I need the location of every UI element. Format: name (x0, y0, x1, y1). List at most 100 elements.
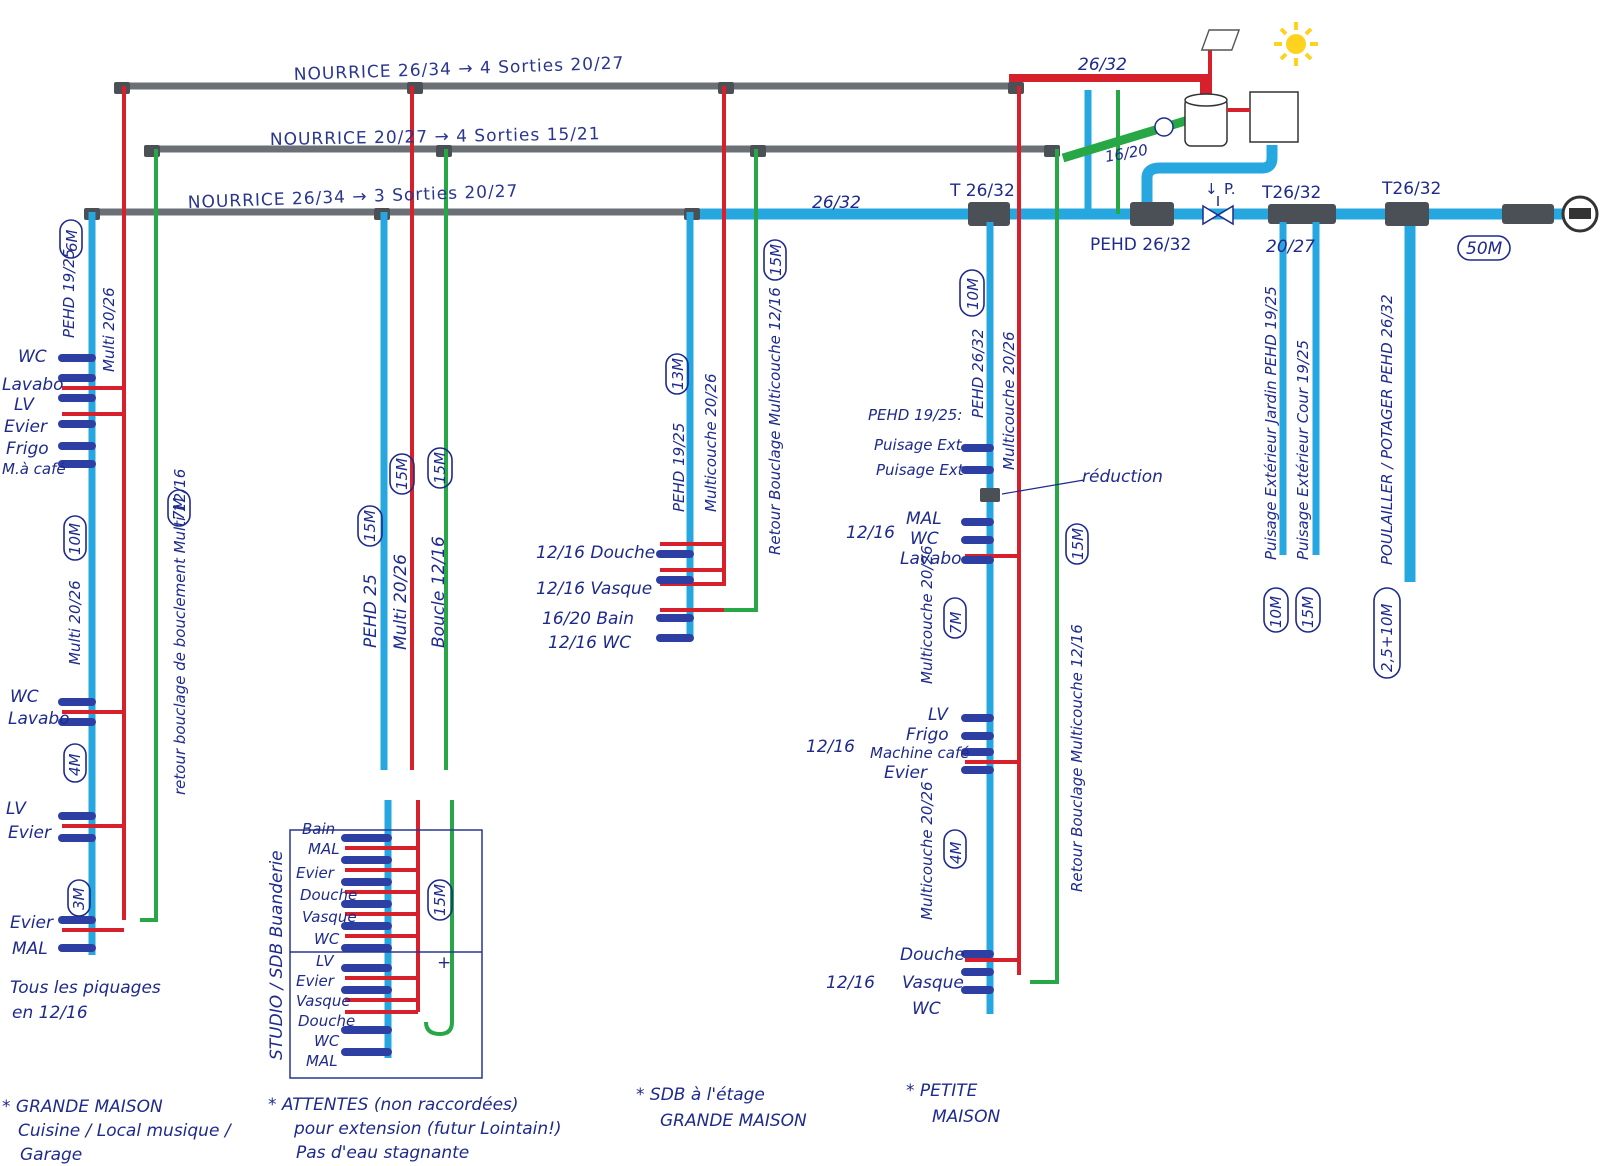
att-tap-11: WC (314, 1032, 340, 1050)
ext-cour-badge (1295, 587, 1321, 633)
pm-puisage-1: Puisage Ext (874, 436, 963, 454)
hot-feed-pipe (1009, 74, 1208, 98)
pm-puisage-label: PEHD 19/25: (868, 406, 962, 424)
pm-pehd-length: 10M (964, 278, 982, 310)
pehd-trunk-label: PEHD 26/32 (1090, 235, 1191, 255)
att-multi-badge (389, 453, 415, 495)
sdb-pehd-label: PEHD 19/25 (670, 423, 688, 512)
sdb-retour-length: 15M (767, 244, 785, 276)
pm-group1-tap-1: MAL (906, 509, 942, 529)
nourrice-label-3: NOURRICE 26/34 → 3 Sorties 20/27 (187, 181, 518, 213)
att-tap-2: MAL (308, 840, 340, 858)
petite-maison-pipes (961, 86, 1059, 1014)
ext-poulailler-label: POULAILLER / POTAGER PEHD 26/32 (1378, 294, 1396, 565)
pm-group3-size: 12/16 (826, 973, 875, 993)
caption-4-line-2: MAISON (932, 1107, 1000, 1127)
gm-retour-length: 7M (170, 497, 188, 520)
gm-tap-10: Evier (8, 823, 52, 843)
top-pipe-size: 26/32 (1078, 55, 1127, 75)
sdb-pehd-badge (665, 353, 689, 395)
tee-2-label: T26/32 (1261, 183, 1321, 203)
att-tap-1: Bain (302, 820, 335, 838)
tee-1-label: T 26/32 (949, 181, 1015, 201)
pm-retour-length: 15M (1069, 528, 1087, 560)
svg-text:↓: ↓ (1205, 180, 1218, 198)
trunk-length-badge (1457, 235, 1511, 261)
grande-maison-pipes (62, 86, 158, 955)
pm-group3-tap-1: Douche (900, 945, 965, 965)
trunk-length: 50M (1466, 239, 1503, 259)
pm-multi-label: Multicouche 20/26 (1000, 331, 1018, 470)
gm-tap-6: M.à café (2, 460, 66, 478)
ext-poulailler-badge (1373, 587, 1401, 679)
gm-tap-7: WC (10, 687, 39, 707)
gm-pehd-label: PEHD 19/25 (60, 249, 78, 338)
att-tap-10: Douche (298, 1012, 355, 1030)
sdb-tap-1: 12/16 Douche (536, 543, 655, 563)
trunk-pipe-size: 26/32 (812, 193, 861, 213)
gm-tap-3: LV (14, 395, 35, 415)
water-meter-icon (1561, 195, 1599, 233)
ext-poulailler-length: 2,5+10M (1378, 603, 1396, 672)
gm-pehd-badge (59, 219, 83, 259)
pm-retour-badge (1065, 523, 1089, 565)
pm-pehd-label: PEHD 26/32 (969, 329, 987, 418)
pm-group2-size: 12/16 (806, 737, 855, 757)
gm-tap-8: Lavabo (8, 709, 70, 729)
pm-group1-tap-2: WC (910, 529, 939, 549)
pm-multi3-badge (943, 829, 967, 869)
att-tap-9: Vasque (296, 992, 351, 1010)
att-tap-4: Douche (300, 886, 357, 904)
att-pehd-length: 15M (361, 510, 379, 542)
gm-3m-length: 3M (70, 887, 88, 910)
gm-tap-5: Frigo (6, 439, 49, 459)
sdb-pehd-length: 13M (669, 358, 687, 390)
gm-retour-badge (167, 489, 191, 527)
pm-group3-tap-2: Vasque (902, 973, 964, 993)
sdb-retour-badge (763, 239, 787, 281)
att-tap-12: MAL (306, 1052, 338, 1070)
ext-jardin-badge (1263, 587, 1289, 633)
pm-retour-label: Retour Bouclage Multicouche 12/16 (1068, 624, 1086, 892)
att-multi-length: 15M (393, 458, 411, 490)
att-studio-label: STUDIO / SDB Buanderie (267, 850, 287, 1060)
caption-3-line-1: * SDB à l'étage (636, 1085, 765, 1105)
att-pehd-label: PEHD 25 (361, 574, 381, 648)
att-loop-badge (427, 879, 453, 921)
att-tap-6: WC (314, 930, 340, 948)
gm-retour-label: retour bouclage de bouclement Multi 12/1… (171, 469, 189, 795)
pm-group2-tap-1: LV (928, 705, 949, 725)
ext-cour-label: Puisage Extérieur Cour 19/25 (1294, 340, 1312, 560)
nourrice-label-1: NOURRICE 26/34 → 4 Sorties 20/27 (293, 53, 624, 85)
ext-jardin-length: 10M (1267, 596, 1285, 628)
att-boucle-length: 15M (431, 452, 449, 484)
gm-multi-low-badge (63, 515, 87, 561)
gm-tap-9: LV (6, 799, 27, 819)
gm-note-1: Tous les piquages (10, 978, 161, 998)
pm-group2-tap-4: Evier (884, 763, 928, 783)
pm-group3-tap-3: WC (912, 999, 941, 1019)
att-boucle-badge (427, 447, 453, 489)
gm-pehd-length: 6M (63, 229, 81, 252)
caption-4-line-1: * PETITE (906, 1081, 978, 1101)
gm-4m-length: 4M (66, 753, 84, 776)
svg-text:P.: P. (1224, 180, 1235, 198)
sdb-tap-3: 16/20 Bain (542, 609, 634, 629)
pm-group2-tap-3: Machine café (870, 744, 970, 762)
sun-icon (1274, 22, 1318, 66)
pm-multi2-length: 7M (947, 611, 965, 634)
pm-multi3-label: Multicouche 20/26 (918, 781, 936, 920)
gm-tap-4: Evier (4, 417, 48, 437)
tee-3-label: T26/32 (1381, 179, 1441, 199)
gm-multi-low-length: 10M (66, 523, 84, 555)
attentes-pipes (289, 86, 483, 1079)
gm-note-2: en 12/16 (12, 1003, 88, 1023)
pm-multi2-label: Multicouche 20/26 (918, 545, 936, 684)
caption-2-line-3: Pas d'eau stagnante (296, 1143, 469, 1163)
caption-1-line-1: * GRANDE MAISON (2, 1097, 163, 1117)
caption-2-line-2: pour extension (futur Lointain!) (293, 1119, 562, 1139)
caption-3-line-2: GRANDE MAISON (660, 1111, 807, 1131)
gm-multi-low-label: Multi 20/26 (66, 580, 84, 665)
